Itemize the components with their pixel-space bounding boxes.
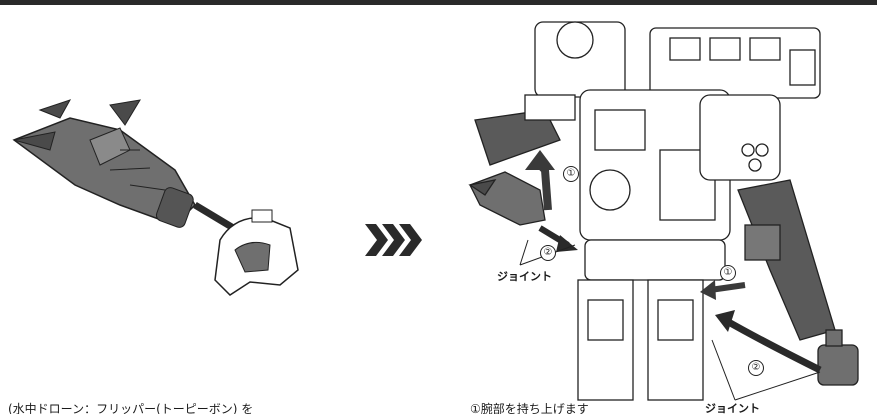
- joint-connector-icon: [214, 209, 299, 296]
- mech-robot-icon: [468, 21, 859, 401]
- step-marker-2: ②: [748, 360, 764, 376]
- step-caption-right: ①腕部を持ち上げます: [470, 402, 589, 414]
- rotate-arrow: [709, 282, 746, 293]
- joint-label: ジョイント: [705, 402, 760, 414]
- step-marker-1: ①: [720, 265, 736, 281]
- joint-label: ジョイント: [497, 270, 552, 283]
- step-caption-left: (水中ドローン：フリッパー(トーピーボン) を: [8, 402, 254, 414]
- step-marker-2: ②: [540, 245, 556, 261]
- triple-chevron-right-icon: [365, 224, 422, 256]
- step-marker-1: ①: [563, 166, 579, 182]
- torpedo-drone-icon: [12, 99, 196, 228]
- attach-joint-arrow: [723, 316, 822, 374]
- header-rule: [0, 0, 877, 5]
